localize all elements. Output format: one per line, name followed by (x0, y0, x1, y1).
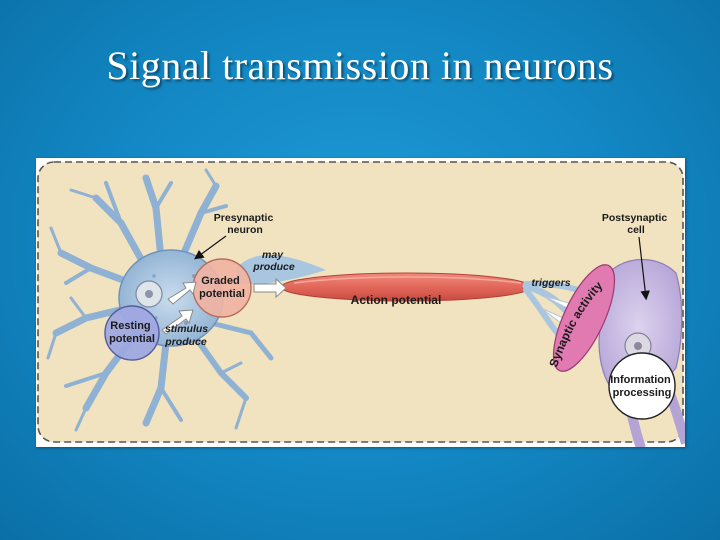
axon-highlight (293, 276, 522, 284)
resting-potential-node (104, 305, 160, 361)
presynaptic-neuron-label: Presynaptic neuron (214, 212, 276, 236)
graded-potential-label: Graded potential (199, 275, 245, 300)
stimulus-produce-label: stimulus produce (164, 323, 211, 348)
postsynaptic-cell-pointer (638, 236, 650, 301)
graded-to-action-arrow (253, 277, 287, 299)
postsynaptic-nucleolus (634, 342, 642, 350)
information-processing-node (608, 352, 676, 420)
slide-title: Signal transmission in neurons (106, 43, 614, 88)
stimulus-arrow (167, 281, 197, 305)
triggers-label: triggers (531, 277, 570, 289)
axon-hillock (236, 255, 326, 285)
resting-to-graded-arrow (161, 309, 194, 335)
postsynaptic-cell-label: Postsynaptic cell (602, 212, 670, 236)
neuron-diagram: Synaptic activity Graded potential Resti… (36, 158, 685, 447)
synaptic-activity-zone (552, 264, 616, 372)
neuron-diagram-svg: Synaptic activity Graded potential Resti… (37, 161, 685, 447)
nucleolus (145, 290, 153, 298)
presynaptic-neuron-pointer (194, 235, 227, 260)
resting-potential-label: Resting potential (109, 320, 155, 345)
may-produce-label: may produce (252, 249, 295, 273)
action-potential-label: Action potential (351, 293, 442, 307)
diagram-panel (37, 161, 684, 443)
information-processing-label: Information processing (610, 374, 674, 399)
